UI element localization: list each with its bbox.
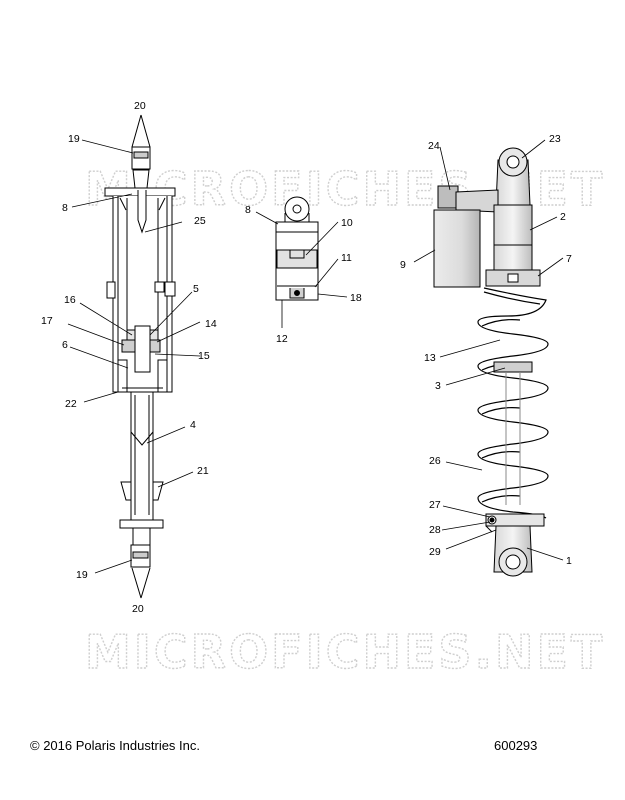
right-shock-assembly — [433, 147, 549, 577]
callout-24: 24 — [428, 140, 440, 152]
document-number: 600293 — [494, 738, 538, 753]
reservoir-detail — [275, 196, 319, 301]
callout-14: 14 — [205, 318, 217, 330]
callout-20-bottom: 20 — [132, 603, 144, 615]
callout-16: 16 — [64, 294, 76, 306]
leader-lines — [67, 139, 564, 574]
callout-15: 15 — [198, 350, 210, 362]
callout-7: 7 — [566, 253, 572, 265]
callout-5: 5 — [193, 283, 199, 295]
callout-18: 18 — [350, 292, 362, 304]
callout-9: 9 — [400, 259, 406, 271]
callout-17: 17 — [41, 315, 53, 327]
callout-27: 27 — [429, 499, 441, 511]
callout-13: 13 — [424, 352, 436, 364]
callout-3: 3 — [435, 380, 441, 392]
callout-25: 25 — [194, 215, 206, 227]
callout-26: 26 — [429, 455, 441, 467]
callout-4: 4 — [190, 419, 196, 431]
callout-19-bottom: 19 — [76, 569, 88, 581]
callout-12: 12 — [276, 333, 288, 345]
watermark-bottom: MICROFICHES.NET — [85, 625, 605, 679]
callout-28: 28 — [429, 524, 441, 536]
callout-11: 11 — [341, 252, 352, 264]
callout-2: 2 — [560, 211, 566, 223]
callout-20-top: 20 — [134, 100, 146, 112]
callout-6: 6 — [62, 339, 68, 351]
callout-1: 1 — [566, 555, 572, 567]
callout-10: 10 — [341, 217, 353, 229]
callout-21: 21 — [197, 465, 209, 477]
copyright-text: © 2016 Polaris Industries Inc. — [30, 738, 200, 753]
callout-numbers: 20 19 8 25 5 16 17 14 6 15 22 4 21 19 20… — [41, 100, 572, 615]
left-shock-assembly — [104, 114, 176, 599]
callout-8-middle: 8 — [245, 204, 251, 216]
callout-22: 22 — [65, 398, 77, 410]
callout-19-top: 19 — [68, 133, 80, 145]
callout-8-left: 8 — [62, 202, 68, 214]
callout-23: 23 — [549, 133, 561, 145]
callout-29: 29 — [429, 546, 441, 558]
